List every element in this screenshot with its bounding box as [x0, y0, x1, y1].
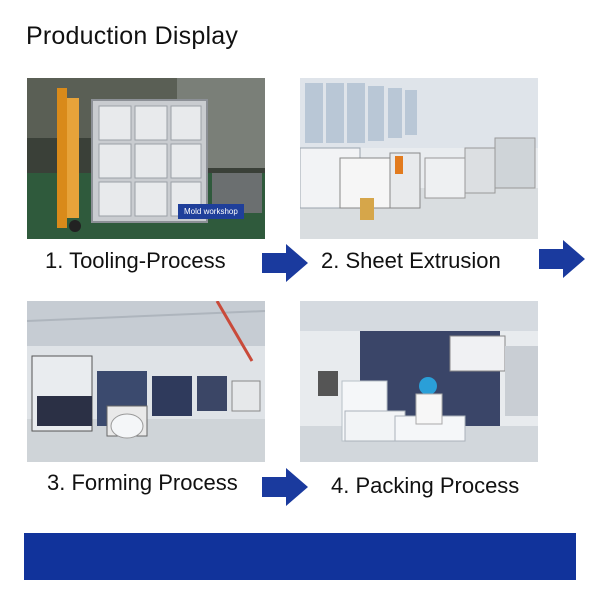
arrow-right-icon — [262, 244, 308, 282]
step-1-label: 1. Tooling-Process — [45, 248, 226, 273]
mold-workshop-badge: Mold workshop — [178, 204, 244, 219]
page-title: Production Display — [26, 22, 239, 50]
forming-process-photo — [27, 301, 265, 462]
arrow-right-icon — [262, 468, 308, 506]
footer-banner — [24, 533, 576, 580]
step-2-label: 2. Sheet Extrusion — [321, 248, 501, 273]
step-3-label: 3. Forming Process — [47, 470, 238, 495]
tooling-process-photo — [27, 78, 265, 239]
step-4-label: 4. Packing Process — [331, 473, 520, 498]
sheet-extrusion-photo — [300, 78, 538, 239]
packing-process-photo — [300, 301, 538, 462]
arrow-right-icon — [539, 240, 585, 278]
